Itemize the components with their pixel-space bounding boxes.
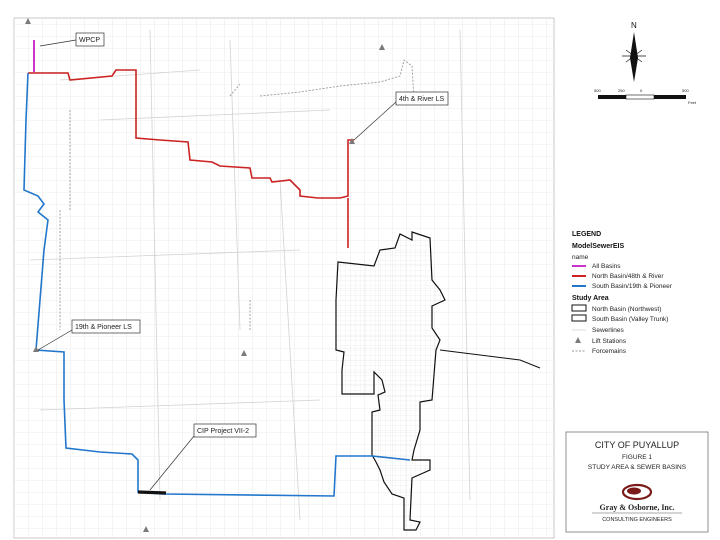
lift-station-icon [379, 44, 385, 50]
legend-item-label: All Basins [592, 263, 621, 270]
legend-swatch [571, 304, 587, 312]
lift-station-icon [33, 346, 39, 352]
study-area [335, 231, 541, 531]
street-network [14, 18, 554, 538]
lift-station-icon [143, 526, 149, 532]
legend: LEGEND ModelSewerEIS name All Basins Nor… [571, 231, 673, 355]
legend-lift-stations-label: Lift Stations [592, 338, 627, 345]
callout-river-ls-label: 4th & River LS [399, 96, 444, 103]
scale-tick: 500 [594, 88, 601, 93]
title-subtitle: STUDY AREA & SEWER BASINS [588, 464, 687, 471]
north-arrow: N [622, 21, 646, 82]
cip-project-line [137, 490, 167, 495]
callout-wpcp-label: WPCP [79, 37, 100, 44]
forcemains [59, 59, 415, 330]
legend-item-label: South Basin/19th & Pioneer [592, 283, 673, 290]
lift-station-icon [349, 138, 355, 144]
legend-forcemains-label: Forcemains [592, 348, 627, 355]
scale-tick: 250 [618, 88, 625, 93]
scale-tick: 0 [640, 88, 643, 93]
company-logo [621, 483, 653, 501]
north-arrow-icon [630, 32, 638, 82]
lift-stations [25, 18, 385, 532]
callout-pioneer-ls-label: 19th & Pioneer LS [75, 324, 132, 331]
legend-layer-name: ModelSewerEIS [572, 243, 624, 250]
legend-heading: LEGEND [572, 231, 601, 238]
callout-pioneer-ls: 19th & Pioneer LS [37, 319, 141, 351]
legend-sewerlines-label: Sewerlines [592, 327, 625, 334]
north-basin-line [28, 69, 354, 248]
callout-wpcp: WPCP [39, 32, 105, 47]
title-company: Gray & Osborne, Inc. [600, 503, 675, 512]
south-basin-line [23, 72, 411, 497]
scale-bar: 500 250 0 500 Feet [594, 88, 697, 105]
legend-swatch [571, 314, 587, 322]
lift-station-icon [241, 350, 247, 356]
legend-study-area-label: North Basin (Northwest) [592, 306, 661, 313]
legend-study-area-label: South Basin (Valley Trunk) [592, 316, 668, 323]
lift-station-icon [575, 337, 581, 343]
legend-item-label: North Basin/48th & River [592, 273, 664, 280]
callout-cip-project: CIP Project VII-2 [149, 423, 257, 491]
legend-field-name: name [572, 254, 589, 261]
callout-river-ls: 4th & River LS [353, 91, 449, 141]
lift-station-icon [25, 18, 31, 24]
north-arrow-label: N [631, 21, 637, 30]
callout-cip-project-label: CIP Project VII-2 [197, 428, 249, 435]
scale-unit: Feet [688, 100, 697, 105]
title-block: CITY OF PUYALLUP FIGURE 1 STUDY AREA & S… [565, 431, 709, 533]
scale-tick: 500 [682, 88, 689, 93]
legend-study-area-heading: Study Area [572, 295, 609, 302]
title-tagline: CONSULTING ENGINEERS [602, 517, 672, 523]
title-figure: FIGURE 1 [622, 454, 652, 461]
title-city: CITY OF PUYALLUP [595, 440, 679, 450]
